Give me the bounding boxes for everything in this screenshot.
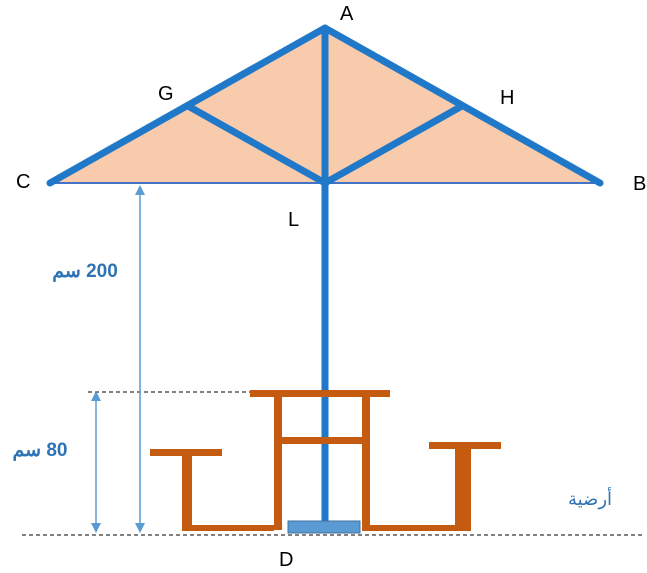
brace-h-l [321, 102, 466, 187]
left-bench-foot [182, 525, 274, 531]
table-crossbar [274, 437, 370, 444]
right-bench-leg [455, 449, 471, 530]
table-top [250, 390, 390, 397]
right-bench-foot [362, 525, 471, 531]
pole-base [287, 520, 361, 534]
picnic-table [150, 390, 501, 531]
point-label-a: A [340, 3, 354, 25]
dimension-label-80: 80 سم [13, 440, 68, 461]
table-leg-left [274, 397, 282, 530]
brace-g-l [184, 102, 329, 187]
left-bench-seat [150, 449, 222, 456]
left-bench-leg [182, 456, 192, 530]
point-label-g: G [158, 83, 174, 105]
point-label-c: C [16, 171, 30, 193]
point-label-b: B [633, 173, 646, 195]
ground-label: أرضية [568, 487, 612, 510]
dimension-label-200: 200 سم [52, 261, 118, 282]
point-label-l: L [288, 209, 299, 231]
table-leg-right [362, 397, 370, 530]
point-label-d: D [279, 549, 293, 571]
right-bench-seat [429, 442, 501, 449]
point-label-h: H [500, 87, 514, 109]
